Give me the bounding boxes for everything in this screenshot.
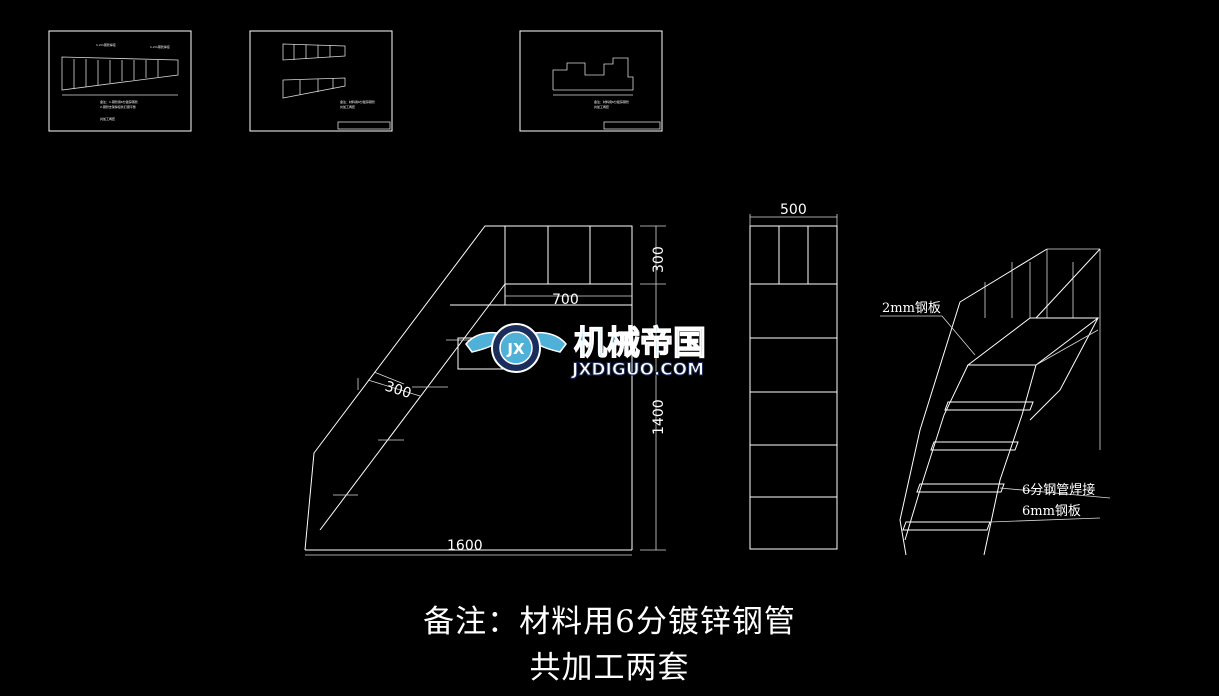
thumbnail-sheet-1[interactable]: 1.2m钢管焊接 1.2m钢管焊接 备注：1.钢管用6分镀锌钢管 2.钢管支架焊… — [48, 30, 192, 132]
badge-text: JX — [506, 340, 525, 358]
callout-pipe-weld: 6分钢管焊接 — [1022, 482, 1095, 498]
front-elevation-view: 500 — [749, 202, 838, 550]
thumb2-note-1: 备注：材料用6分镀锌钢管 — [340, 99, 375, 104]
thumbnail-sheet-2[interactable]: 备注：材料用6分镀锌钢管 共加工两套 — [249, 30, 393, 132]
callout-plate-6mm: 6mm钢板 — [1022, 504, 1081, 519]
thumb1-note-1: 备注：1.钢管用6分镀锌钢管 — [100, 99, 138, 104]
watermark-logo: JX 机械帝国 JXDIGUO.COM — [465, 322, 707, 381]
dim-step-300: 300 — [383, 379, 413, 402]
callout-plate-2mm: 2mm钢板 — [882, 301, 941, 316]
watermark-name-cn: 机械帝国 — [574, 323, 706, 362]
dim-width-700: 700 — [552, 292, 579, 308]
dim-length-1600: 1600 — [447, 538, 483, 554]
thumb2-note-2: 共加工两套 — [340, 104, 355, 109]
thumb1-note-3: 共加工两套 — [100, 116, 115, 121]
note-line-2: 共加工两套 — [529, 650, 690, 686]
watermark-name-en: JXDIGUO.COM — [571, 360, 704, 380]
thumb3-note-2: 共加工两套 — [594, 104, 609, 109]
note-line-1: 备注：材料用6分镀锌钢管 — [423, 604, 796, 640]
thumb1-label-b: 1.2m钢管焊接 — [150, 44, 170, 49]
callout-labels: 2mm钢板 6分钢管焊接 6mm钢板 — [882, 301, 1095, 519]
thumbnail-sheet-3[interactable]: 备注：材料用6分镀锌钢管 共加工两套 — [519, 30, 663, 132]
isometric-view — [880, 248, 1111, 556]
dim-side-width-500: 500 — [780, 202, 807, 218]
thumb3-note-1: 备注：材料用6分镀锌钢管 — [594, 99, 629, 104]
side-elevation-view — [304, 225, 666, 556]
dim-height-1400: 1400 — [651, 399, 667, 435]
dimension-labels: 300 700 300 1400 1600 — [383, 246, 667, 554]
thumb1-label-a: 1.2m钢管焊接 — [96, 42, 116, 47]
dim-top-300: 300 — [651, 246, 667, 273]
thumb1-note-2: 2.钢管支架焊接处打磨平整 — [100, 104, 136, 109]
